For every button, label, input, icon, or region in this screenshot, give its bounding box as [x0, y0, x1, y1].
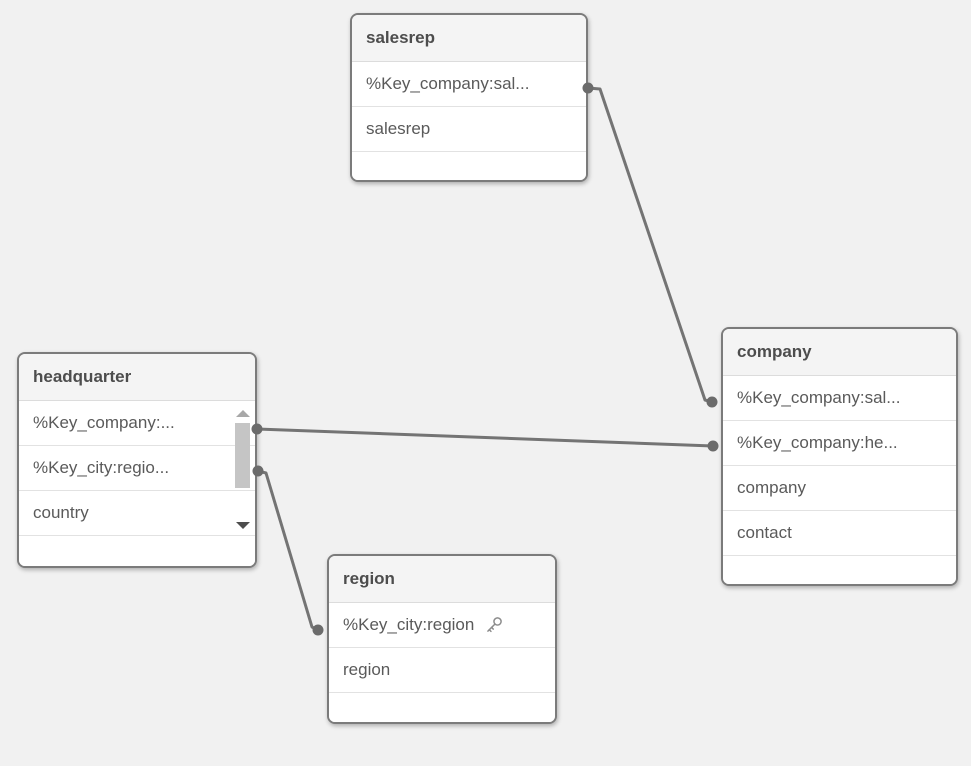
field-row[interactable]: %Key_company:sal... — [352, 62, 586, 107]
empty-row — [19, 536, 255, 566]
table-title: company — [737, 342, 812, 361]
connection-endpoint-dot — [707, 440, 719, 452]
scroll-down-icon[interactable] — [236, 522, 250, 529]
field-label: region — [343, 660, 391, 679]
field-label: %Key_company:... — [33, 413, 175, 432]
field-label: country — [33, 503, 89, 522]
field-label: salesrep — [366, 119, 431, 138]
connection-endpoint-dot — [706, 396, 718, 408]
table-headquarter[interactable]: headquarter %Key_company:... %Key_city:r… — [17, 352, 257, 568]
field-row[interactable]: %Key_city:region — [329, 603, 555, 648]
table-header[interactable]: headquarter — [19, 354, 255, 401]
table-title: salesrep — [366, 28, 435, 47]
connection-line[interactable] — [256, 427, 714, 448]
field-row[interactable]: %Key_company:... — [19, 401, 255, 446]
connection-endpoint-dot — [312, 624, 324, 636]
field-row[interactable]: country — [19, 491, 255, 536]
table-title: headquarter — [33, 367, 132, 386]
table-salesrep[interactable]: salesrep %Key_company:sal... salesrep — [350, 13, 588, 182]
field-label: %Key_company:sal... — [737, 388, 901, 407]
field-label: %Key_city:region — [343, 615, 475, 634]
table-title: region — [343, 569, 395, 588]
table-company[interactable]: company %Key_company:sal... %Key_company… — [721, 327, 958, 586]
field-label: %Key_city:regio... — [33, 458, 170, 477]
field-label: %Key_company:he... — [737, 433, 898, 452]
field-row[interactable]: contact — [723, 511, 956, 556]
field-row[interactable]: salesrep — [352, 107, 586, 152]
field-label: company — [737, 478, 806, 497]
field-row[interactable]: region — [329, 648, 555, 693]
table-header[interactable]: salesrep — [352, 15, 586, 62]
table-header[interactable]: region — [329, 556, 555, 603]
field-row[interactable]: %Key_city:regio... — [19, 446, 255, 491]
scroll-up-icon[interactable] — [236, 410, 250, 417]
empty-row — [329, 693, 555, 722]
field-label: contact — [737, 523, 792, 542]
field-row[interactable]: %Key_company:he... — [723, 421, 956, 466]
table-header[interactable]: company — [723, 329, 956, 376]
connection-line[interactable] — [587, 86, 713, 404]
field-label: %Key_company:sal... — [366, 74, 530, 93]
table-region[interactable]: region %Key_city:region region — [327, 554, 557, 724]
key-icon — [483, 615, 504, 636]
connection-line[interactable] — [257, 469, 319, 632]
field-row[interactable]: %Key_company:sal... — [723, 376, 956, 421]
table-scrollbar[interactable] — [233, 403, 253, 536]
scroll-thumb[interactable] — [235, 423, 250, 488]
empty-row — [352, 152, 586, 180]
field-row[interactable]: company — [723, 466, 956, 511]
empty-row — [723, 556, 956, 584]
